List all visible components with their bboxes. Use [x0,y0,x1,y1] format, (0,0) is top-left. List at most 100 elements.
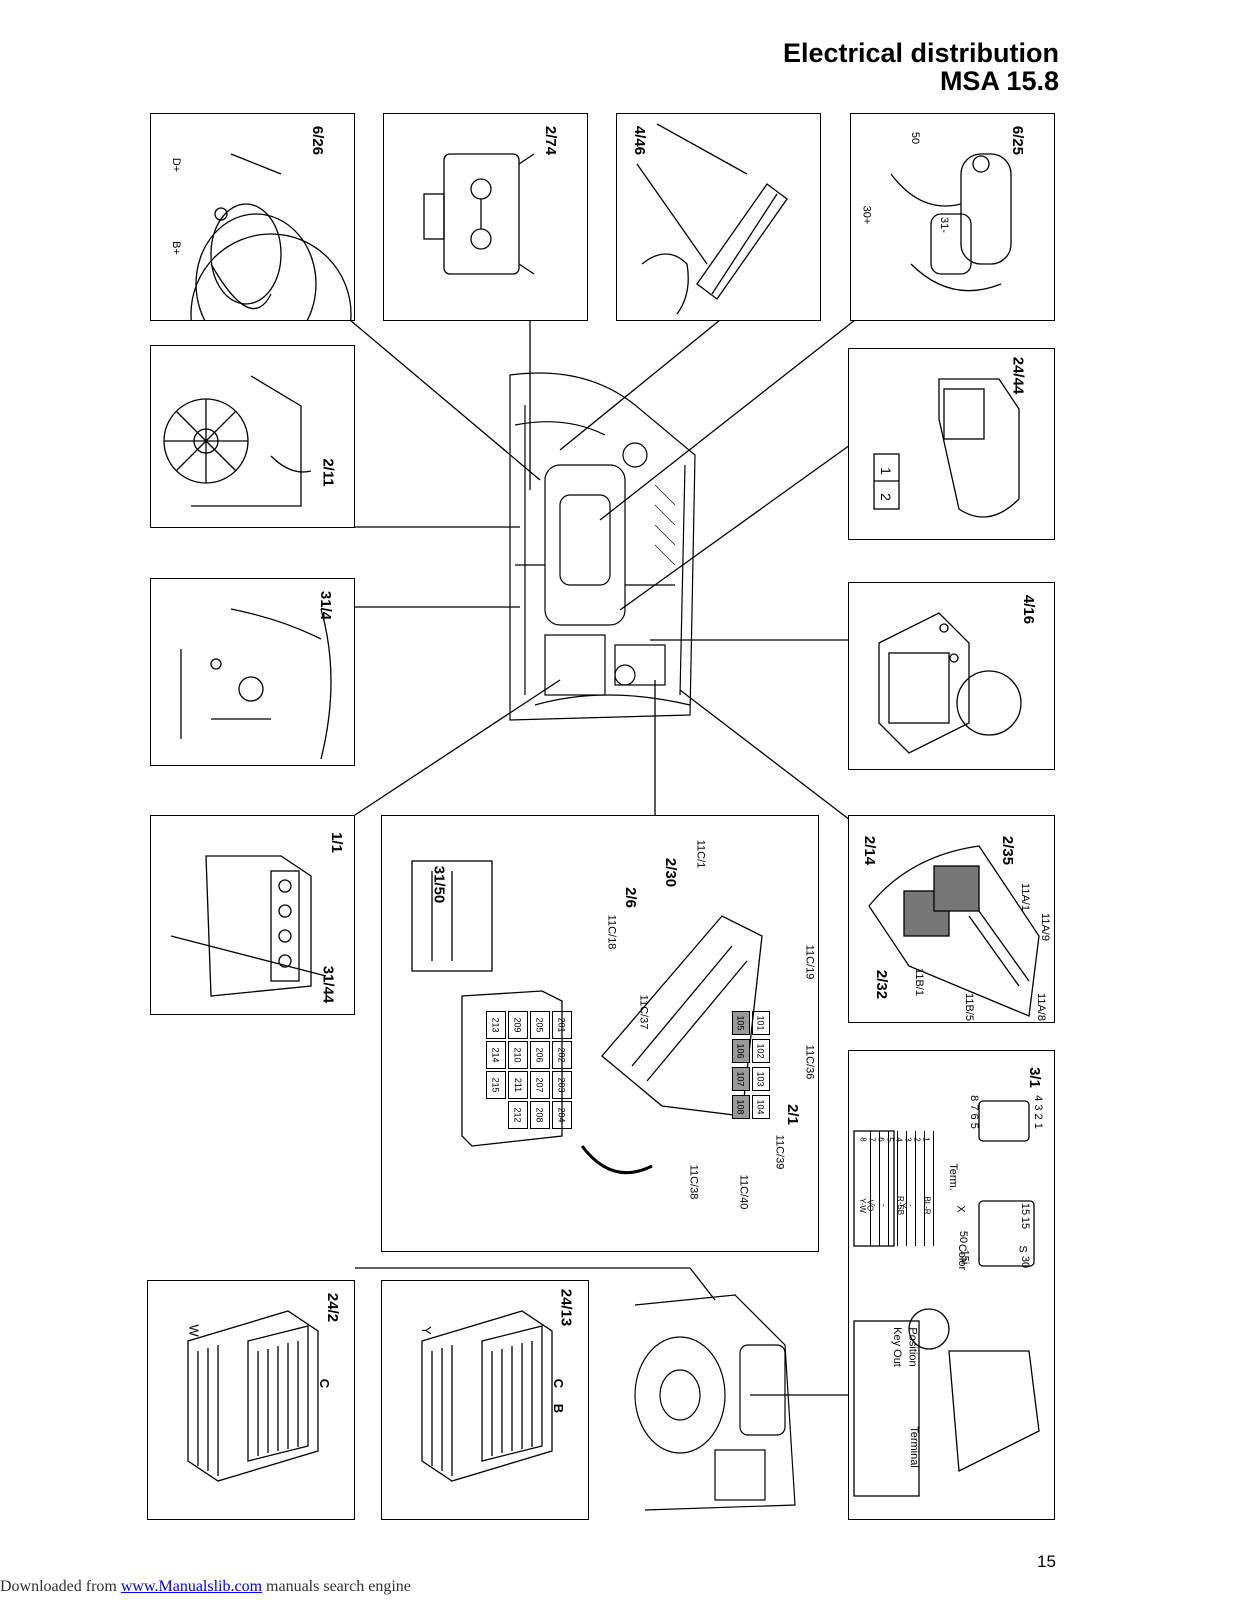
fuse-slot: 102 [752,1039,770,1063]
relay-slot: 203 [552,1071,572,1099]
label-11a-8: 11A/8 [1034,993,1047,1021]
panel-label: 24/2 [324,1292,342,1323]
connector-b-label: B [551,1403,567,1414]
switch-15-label: 15 [1019,1216,1032,1230]
label-11c-40: 11C/40 [737,1174,750,1210]
connector-c-label: C [551,1378,567,1389]
connector-31-50-label: 31/50 [430,865,448,904]
relay-slot: 202 [552,1041,572,1069]
panel-label: 2/74 [542,125,560,156]
label-11c-39: 11C/39 [773,1134,786,1170]
panel-label: 24/13 [557,1288,575,1327]
switch-15-label: 15 [1019,1202,1032,1216]
pins-top-label: 4 3 2 1 [1031,1095,1044,1129]
label-11a-9: 11A/9 [1038,913,1051,941]
fuse-slot: 101 [752,1011,770,1035]
blower-illustration [163,375,312,507]
fuse-slot: 104 [752,1095,770,1119]
connector-24-2-illustration [187,1310,319,1482]
relay-slot: 204 [552,1101,572,1129]
footer-prefix: Downloaded from [0,1578,121,1595]
dashboard-illustration [634,1294,796,1511]
panel-ground-point: 31/4 [150,578,355,766]
connector-2pin-illustration [873,378,1020,518]
terminal-50-label: 50 [909,131,922,145]
relay-slot: 213 [486,1011,506,1039]
key-out-label: Key Out [890,1327,903,1367]
panel-label: 6/25 [1009,125,1027,156]
panel-blower: 2/11 [150,345,355,528]
panel-label: 1/1 [327,832,345,853]
relay-slot: 208 [530,1101,550,1129]
relay-slot: 209 [508,1011,528,1039]
label-2-6: 2/6 [621,887,639,908]
battery-illustration [170,855,327,997]
panel-sensor: 2/74 [383,113,588,321]
relay-slot: 214 [486,1041,506,1069]
footer-suffix: manuals search engine [262,1578,411,1595]
terminal-31-label: 31- [937,217,950,233]
label-11a-1: 11A/1 [1018,883,1031,911]
ecm-illustration [636,123,788,315]
terminal-header: Terminal [907,1426,920,1468]
ground-label: 31/44 [319,965,337,1004]
relay-slot: 207 [530,1071,550,1099]
manualslib-link[interactable]: www.Manualslib.com [120,1578,263,1595]
relay-slot: 206 [530,1041,550,1069]
panel-label: 6/26 [309,125,327,156]
terminal-b-label: B+ [169,241,182,255]
download-footer: Downloaded from www.Manualslib.com manua… [0,1578,411,1596]
table-header-term: Term. [946,1163,959,1191]
pin-1-label: 1 [877,467,894,475]
abs-unit-illustration [878,612,1022,754]
label-2-32: 2/32 [873,969,891,1000]
label-2-14: 2/14 [861,835,879,866]
panel-label: 3/1 [1025,1067,1043,1088]
label-11b-1: 11B/1 [912,968,925,996]
panel-label: 31/4 [317,590,335,621]
engine-bay-illustration [509,372,696,721]
panel-label: 2/11 [319,458,337,487]
panel-label: 4/16 [1020,594,1038,625]
pins-bottom-label: 8 7 6 5 [967,1095,980,1129]
wire-table-row: 5- [879,1131,898,1246]
starter-illustration [890,153,1012,292]
relay-slot: 210 [508,1041,528,1069]
sensor-connector-illustration [423,153,535,275]
wire-table-row: 6- [870,1131,889,1246]
page-number: 15 [1037,1552,1056,1571]
position-header: Position [906,1327,919,1367]
label-2-35: 2/35 [999,835,1017,866]
fuse-slot: 107 [732,1067,750,1091]
label-11c-37: 11C/37 [637,994,650,1030]
panel-connector-24-2: 24/2 W C [147,1280,355,1520]
label-11c-36: 11C/36 [803,1044,816,1080]
switch-s-label: S [1016,1245,1029,1253]
fuse-slot: 106 [732,1039,750,1063]
relay-slot: 212 [508,1101,528,1129]
wire-table-row: 2- [906,1131,925,1246]
alternator-illustration [190,153,352,320]
panel-ecm: 4/46 [616,113,821,321]
panel-connector-24-13: 24/13 Y C B [381,1280,589,1520]
label-11c-19: 11C/19 [803,944,816,980]
switch-15i-label: 15i [958,1249,971,1265]
panel-relay-box: 2/14 2/35 2/32 11A/1 11A/9 11A/8 11B/1 1… [848,815,1055,1023]
panel-connector-2pin: 24/44 1 2 [848,348,1055,540]
relay-slot: 215 [486,1071,506,1099]
switch-30-label: 30 [1019,1255,1032,1269]
fuse-slot: 105 [732,1011,750,1035]
panel-starter: 6/25 50 30+ 31- [850,113,1055,321]
label-11c-18: 11C/18 [605,914,618,950]
